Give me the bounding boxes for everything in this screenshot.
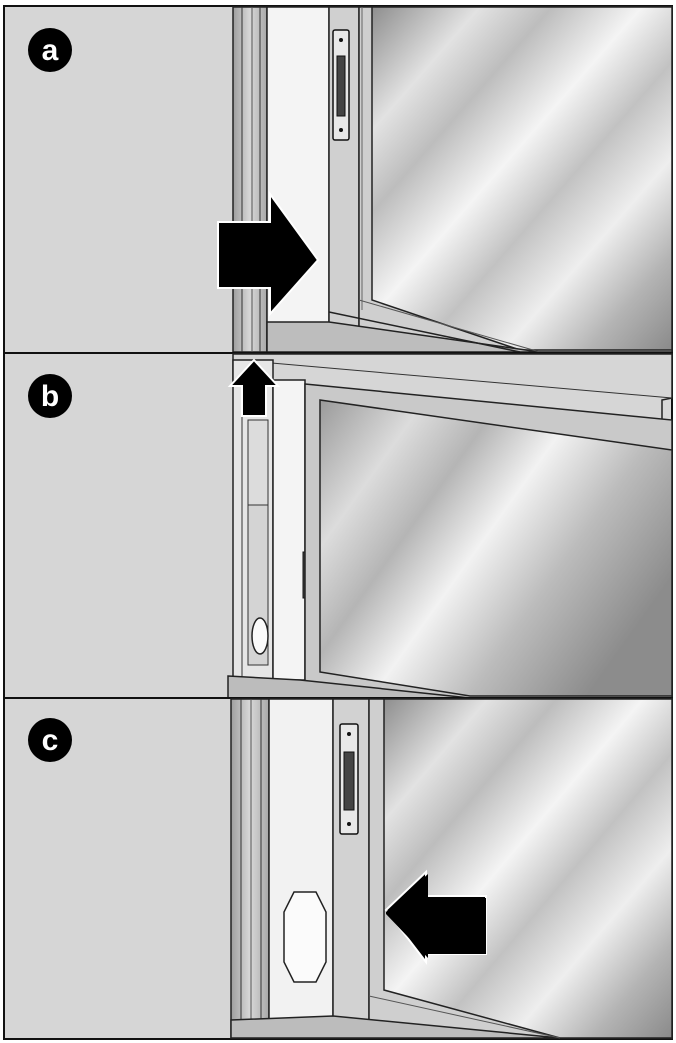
panel-a-arrow-right [217,190,320,317]
panel-b-arrow-up [227,358,281,417]
panel-a-outer-rail [232,6,268,353]
panel-b-glass [319,399,673,697]
panel-a-glass [371,6,673,351]
panel-c: c [3,697,673,1040]
panel-c-label-badge: c [28,718,72,762]
panel-b-finger-pull [251,617,269,655]
panel-b-label: b [41,380,59,413]
panel-c-label: c [42,724,59,757]
panel-b: b [3,352,673,699]
panel-c-finger-pull [283,891,327,983]
panel-b-channel [272,379,306,681]
panel-a: a [3,5,673,354]
panel-a-label-badge: a [28,28,72,72]
panel-c-outer-rail [230,698,270,1039]
panel-b-label-badge: b [28,374,72,418]
panel-c-glass [383,698,673,1039]
panel-c-channel [268,698,334,1039]
panel-a-label: a [42,34,59,67]
